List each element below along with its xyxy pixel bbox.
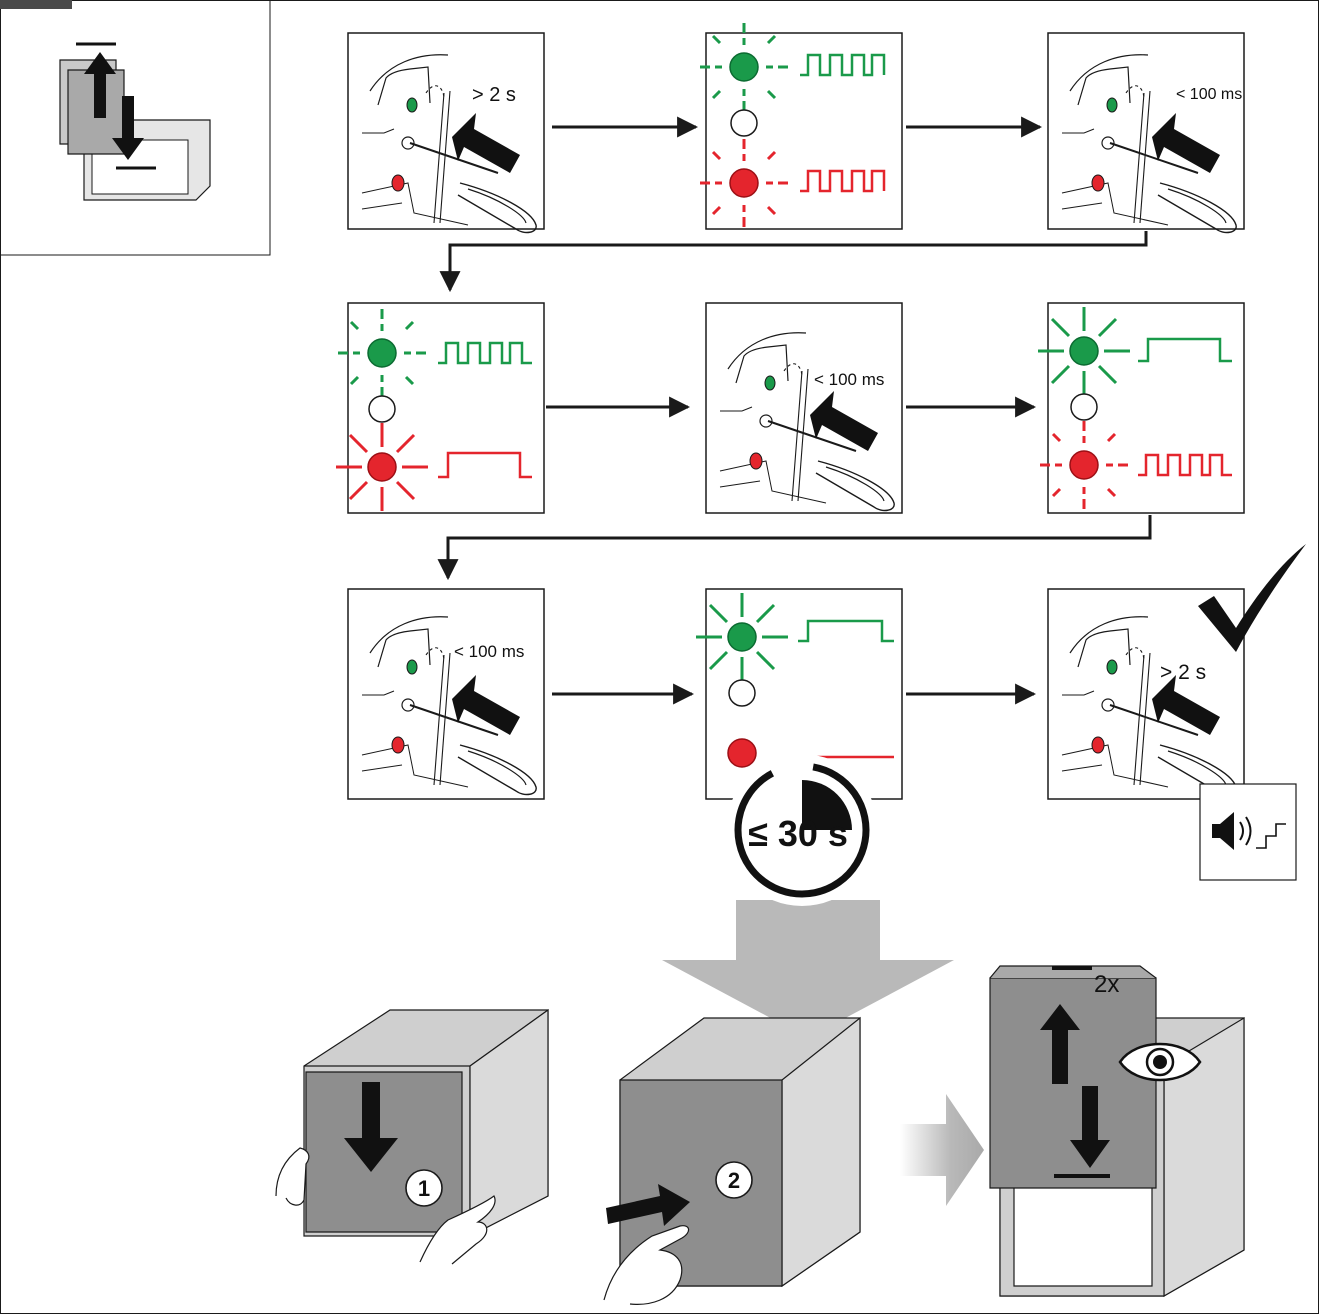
step-one-number: 1 [418, 1176, 430, 1201]
green-led-on [1036, 305, 1132, 397]
proceed-arrow [662, 900, 954, 1038]
red-led-off-steady [727, 738, 757, 768]
header-panel [0, 0, 271, 256]
header-tab [0, 0, 72, 9]
speaker-icon [1212, 812, 1252, 850]
red-steady-signal [438, 451, 532, 479]
step-two-number: 2 [728, 1168, 740, 1193]
timer-icon: ≤ 30 s [726, 754, 878, 906]
timer-label: ≤ 30 s [748, 813, 848, 854]
middle-led-off [730, 109, 758, 137]
step-1-duration: > 2 s [472, 84, 516, 106]
sound-confirmation [1199, 783, 1297, 881]
cabinet-close-door: 1 [275, 1008, 549, 1265]
green-pulse-signal [800, 53, 886, 77]
step-5-duration: < 100 ms [814, 370, 884, 389]
hand-icon [419, 1195, 496, 1265]
green-led-blinking [336, 307, 428, 399]
step-4-panel [334, 302, 545, 514]
step-one-marker [405, 1169, 443, 1207]
result-arrow [900, 1094, 984, 1206]
step-7-duration: < 100 ms [454, 642, 524, 661]
step-signal-icon [1256, 823, 1286, 849]
green-led-on [694, 591, 790, 683]
flow-connector [439, 231, 1148, 293]
middle-led-off [1070, 393, 1098, 421]
middle-led-off [368, 395, 396, 423]
red-led-blinking [1038, 419, 1130, 511]
step-6-panel [1036, 302, 1245, 514]
cabinet-press-door: 2 [603, 1016, 861, 1305]
repeat-count: 2x [1094, 971, 1119, 998]
red-led-blinking [698, 137, 790, 229]
step-3-duration: < 100 ms [1176, 86, 1242, 103]
step-9-duration: > 2 s [1160, 661, 1206, 684]
eye-icon [1118, 1042, 1202, 1082]
red-pulse-signal [1138, 453, 1232, 477]
step-2-panel [698, 21, 903, 230]
checkmark-icon [1198, 544, 1306, 652]
green-led-blinking [698, 21, 790, 113]
middle-led-off [728, 679, 756, 707]
door-open-close-icon [59, 42, 211, 201]
green-steady-signal [798, 619, 894, 643]
hand-icon [603, 1225, 690, 1305]
flow-connector [437, 515, 1152, 581]
step-7-panel: < 100 ms [347, 588, 545, 800]
green-steady-signal [1138, 337, 1232, 363]
red-led-on [334, 421, 430, 513]
step-1-panel: > 2 s [347, 32, 545, 234]
hand-icon [275, 1147, 310, 1206]
step-9-panel: > 2 s [1047, 588, 1245, 800]
step-3-panel: < 100 ms [1047, 32, 1245, 234]
cabinet-door-check: 2x [989, 965, 1245, 1298]
red-pulse-signal [800, 169, 886, 193]
green-pulse-signal [438, 341, 532, 365]
step-5-panel: < 100 ms [705, 302, 903, 514]
step-two-marker [715, 1161, 753, 1199]
